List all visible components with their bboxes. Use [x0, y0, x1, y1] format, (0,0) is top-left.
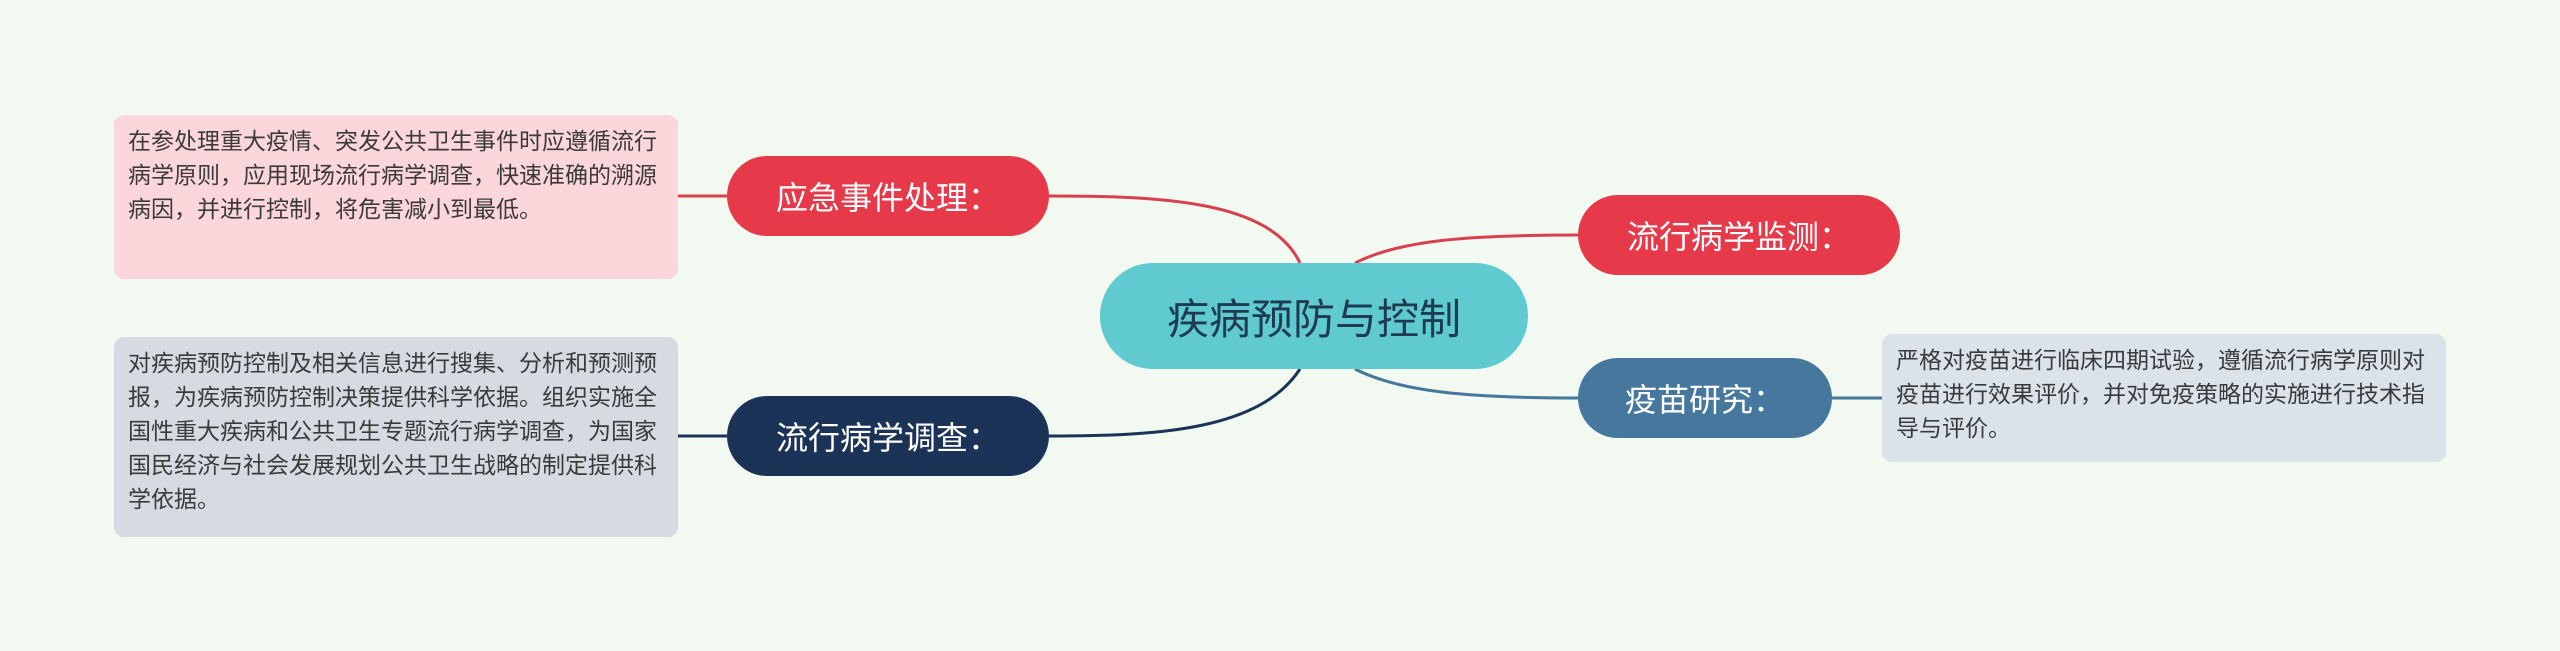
leaf-emergency-handling[interactable]: 在参处理重大疫情、突发公共卫生事件时应遵循流行病学原则，应用现场流行病学调查，快…: [114, 115, 678, 279]
branch-epidemiological-monitoring[interactable]: 流行病学监测：: [1578, 195, 1900, 275]
branch-emergency-handling[interactable]: 应急事件处理：: [727, 156, 1049, 236]
central-topic[interactable]: 疾病预防与控制: [1100, 263, 1528, 369]
leaf-vaccine-research[interactable]: 严格对疫苗进行临床四期试验，遵循流行病学原则对疫苗进行效果评价，并对免疫策略的实…: [1882, 334, 2446, 462]
link-center-vaccine: [1354, 367, 1579, 400]
link-center-monitor: [1354, 233, 1579, 265]
branch-vaccine-research[interactable]: 疫苗研究：: [1578, 358, 1832, 438]
branch-epidemiological-survey[interactable]: 流行病学调查：: [727, 396, 1049, 476]
link-center-survey: [1048, 368, 1302, 438]
leaf-epidemiological-survey[interactable]: 对疾病预防控制及相关信息进行搜集、分析和预测预报，为疾病预防控制决策提供科学依据…: [114, 337, 678, 537]
link-center-emergency: [1048, 194, 1302, 264]
